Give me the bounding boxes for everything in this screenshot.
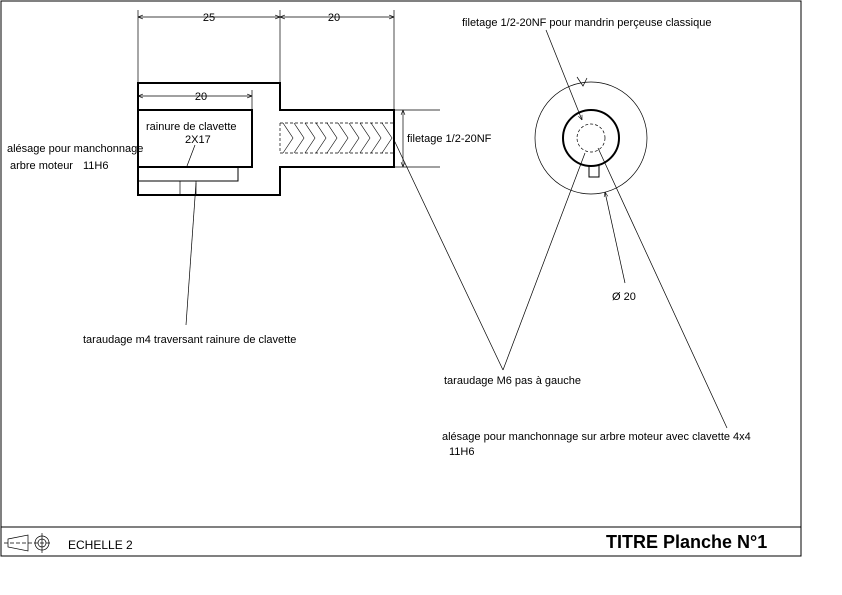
sheet-frame: [0, 0, 802, 557]
dim-20-top: 20: [328, 12, 340, 24]
dim-20-inner: 20: [195, 91, 207, 103]
drawing-title: TITRE Planche N°1: [606, 532, 767, 552]
diameter-label: Ø 20: [612, 291, 636, 303]
alesage-left-tolerance: 11H6: [83, 160, 108, 172]
taraudage-m4-label: taraudage m4 traversant rainure de clave…: [83, 334, 296, 346]
alesage-right-leader: [597, 147, 728, 429]
alesage-right-line1: alésage pour manchonnage sur arbre moteu…: [442, 431, 751, 443]
alesage-left-line1: alésage pour manchonnage: [7, 143, 143, 155]
m6-leader-left: [393, 139, 504, 371]
filetage-top-label: filetage 1/2-20NF pour mandrin perçeuse …: [462, 17, 711, 29]
rainure-label-line2: 2X17: [185, 134, 211, 146]
taraudage-m6-label: taraudage M6 pas à gauche: [444, 375, 581, 387]
thread-hatching: [282, 122, 393, 154]
first-angle-projection-icon: [4, 533, 50, 553]
filetage-top-leader: [545, 29, 583, 120]
filetage-side-label: filetage 1/2-20NF: [407, 133, 492, 145]
rainure-leader: [186, 144, 196, 167]
alesage-right-tolerance: 11H6: [449, 446, 474, 458]
thread-hidden-circle: [576, 123, 606, 153]
keyway-outline: [137, 167, 239, 182]
end-view: filetage 1/2-20NF pour mandrin perçeuse …: [393, 17, 751, 458]
m6-leader-right: [502, 152, 586, 371]
center-mark: [576, 76, 588, 87]
scale-label: ECHELLE 2: [68, 538, 133, 552]
dim-25: 25: [203, 12, 215, 24]
diameter-leader: [605, 192, 626, 284]
keyway-end: [588, 165, 600, 178]
rainure-label-line1: rainure de clavette: [146, 121, 237, 133]
alesage-left-line2: arbre moteur: [10, 160, 73, 172]
taraudage-m4-leader: [185, 182, 197, 326]
bore-circle: [562, 109, 620, 167]
bore-outline: [138, 109, 253, 168]
title-block: ECHELLE 2 TITRE Planche N°1: [4, 532, 767, 553]
outer-circle: [534, 81, 648, 195]
side-view: 25 20 20 filetage 1/2-20NF rainure de cl…: [7, 10, 492, 346]
part-outline: [137, 82, 395, 196]
